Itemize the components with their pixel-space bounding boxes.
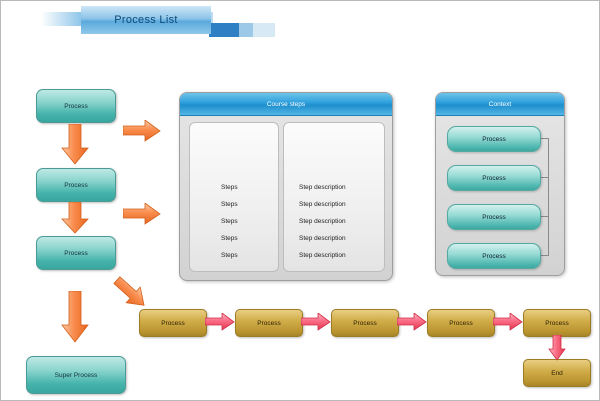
step-item: Steps bbox=[221, 235, 238, 242]
arrow-down-icon-2 bbox=[61, 202, 89, 234]
course-steps-panel: Course steps Steps Steps Steps Steps Ste… bbox=[179, 92, 393, 281]
node-label: End bbox=[551, 369, 563, 377]
banner-accent-right-3 bbox=[253, 23, 275, 37]
banner-accent-left bbox=[41, 12, 87, 26]
left-process-node-1[interactable]: Process bbox=[36, 89, 116, 123]
node-label: Process bbox=[482, 135, 506, 143]
context-process-node-4[interactable]: Process bbox=[447, 243, 541, 269]
node-label: Process bbox=[482, 213, 506, 221]
arrow-right-icon-3 bbox=[205, 313, 235, 331]
step-description-item: Step description bbox=[299, 184, 346, 191]
arrow-diagonal-icon bbox=[113, 276, 145, 306]
arrow-right-icon-2 bbox=[123, 203, 161, 225]
arrow-down-icon-3 bbox=[61, 291, 89, 343]
step-item: Steps bbox=[221, 184, 238, 191]
node-label: Process bbox=[257, 319, 281, 327]
node-label: Process bbox=[64, 102, 88, 110]
step-descriptions-subpanel: Step description Step description Step d… bbox=[283, 122, 385, 272]
node-label: Process bbox=[64, 249, 88, 257]
node-label: Super Process bbox=[54, 371, 98, 379]
context-process-node-2[interactable]: Process bbox=[447, 165, 541, 191]
step-description-item: Step description bbox=[299, 218, 346, 225]
step-item: Steps bbox=[221, 218, 238, 225]
node-label: Process bbox=[64, 181, 88, 189]
step-description-item: Step description bbox=[299, 201, 346, 208]
context-panel: Context Process Process Process Process bbox=[435, 92, 565, 276]
context-connector-vertical bbox=[548, 138, 549, 255]
step-description-item: Step description bbox=[299, 252, 346, 259]
context-process-node-1[interactable]: Process bbox=[447, 126, 541, 152]
bottom-process-node-2[interactable]: Process bbox=[235, 309, 303, 337]
banner-accent-right-2 bbox=[239, 23, 253, 37]
step-description-item: Step description bbox=[299, 235, 346, 242]
node-label: Process bbox=[482, 174, 506, 182]
bottom-process-node-4[interactable]: Process bbox=[427, 309, 495, 337]
bottom-process-node-1[interactable]: Process bbox=[139, 309, 207, 337]
step-item: Steps bbox=[221, 252, 238, 259]
node-label: Process bbox=[482, 252, 506, 260]
node-label: Process bbox=[449, 319, 473, 327]
steps-subpanel: Steps Steps Steps Steps Steps bbox=[189, 122, 279, 272]
bottom-process-node-5[interactable]: Process bbox=[523, 309, 591, 337]
arrow-right-icon-5 bbox=[397, 313, 427, 331]
context-connector-3 bbox=[537, 216, 549, 217]
node-label: Process bbox=[161, 319, 185, 327]
arrow-down-icon-4 bbox=[548, 335, 566, 361]
arrow-right-icon-1 bbox=[123, 120, 161, 142]
arrow-down-icon-1 bbox=[61, 124, 89, 165]
context-process-node-3[interactable]: Process bbox=[447, 204, 541, 230]
left-process-node-3[interactable]: Process bbox=[36, 236, 116, 270]
context-header: Context bbox=[436, 93, 564, 116]
context-connector-1 bbox=[537, 138, 549, 139]
context-connector-2 bbox=[537, 177, 549, 178]
left-process-node-2[interactable]: Process bbox=[36, 168, 116, 202]
course-steps-header: Course steps bbox=[180, 93, 392, 116]
context-connector-4 bbox=[537, 255, 549, 256]
node-label: Process bbox=[545, 319, 569, 327]
bottom-process-node-3[interactable]: Process bbox=[331, 309, 399, 337]
arrow-right-icon-4 bbox=[301, 313, 331, 331]
step-item: Steps bbox=[221, 201, 238, 208]
node-label: Process bbox=[353, 319, 377, 327]
page-title: Process List bbox=[81, 6, 211, 34]
banner-accent-right-1 bbox=[209, 23, 239, 37]
left-super-process-node[interactable]: Super Process bbox=[26, 356, 126, 394]
arrow-right-icon-6 bbox=[493, 313, 523, 331]
end-node[interactable]: End bbox=[523, 359, 591, 387]
